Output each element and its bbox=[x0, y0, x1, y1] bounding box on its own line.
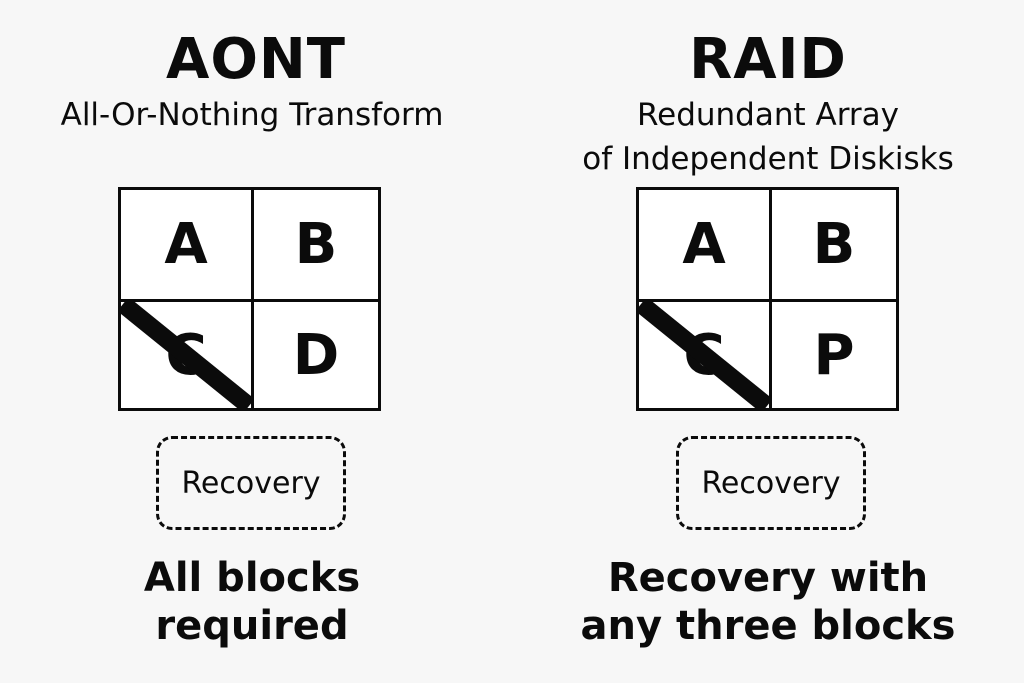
raid-block-grid: A B C P bbox=[636, 187, 899, 411]
aont-subtitle: All-Or-Nothing Transform bbox=[60, 97, 444, 133]
raid-caption-line2: any three blocks bbox=[580, 603, 956, 649]
raid-caption-line1: Recovery with bbox=[607, 555, 929, 601]
raid-strike-icon bbox=[639, 302, 769, 408]
raid-subtitle-line1: Redundant Array bbox=[636, 97, 900, 133]
aont-caption-line2: required bbox=[155, 603, 349, 649]
aont-caption: All blocks required bbox=[0, 554, 508, 650]
aont-block-d: D bbox=[292, 322, 340, 388]
raid-recovery-box: Recovery bbox=[676, 436, 866, 530]
raid-block-a: A bbox=[639, 190, 772, 302]
aont-panel: AONT All-Or-Nothing Transform A B C D Re… bbox=[0, 27, 508, 650]
aont-strike-icon bbox=[121, 302, 251, 408]
aont-block-b: B bbox=[254, 190, 378, 302]
aont-caption-line1: All blocks bbox=[143, 555, 361, 601]
raid-title: RAID bbox=[689, 27, 847, 92]
raid-block-c-lost: C bbox=[639, 302, 772, 408]
raid-caption: Recovery with any three blocks bbox=[512, 554, 1024, 650]
aont-block-c-lost: C bbox=[121, 302, 254, 408]
raid-subtitle-line2: of Independent Diskisks bbox=[582, 141, 954, 177]
raid-block-b: B bbox=[772, 190, 896, 302]
aont-block-grid: A B C D bbox=[118, 187, 381, 411]
aont-title: AONT bbox=[165, 27, 346, 92]
aont-recovery-box: Recovery bbox=[156, 436, 346, 530]
raid-block-p-parity: P bbox=[813, 322, 855, 388]
raid-panel: RAID Redundant Array of Independent Disk… bbox=[512, 0, 1024, 683]
aont-block-a: A bbox=[121, 190, 254, 302]
